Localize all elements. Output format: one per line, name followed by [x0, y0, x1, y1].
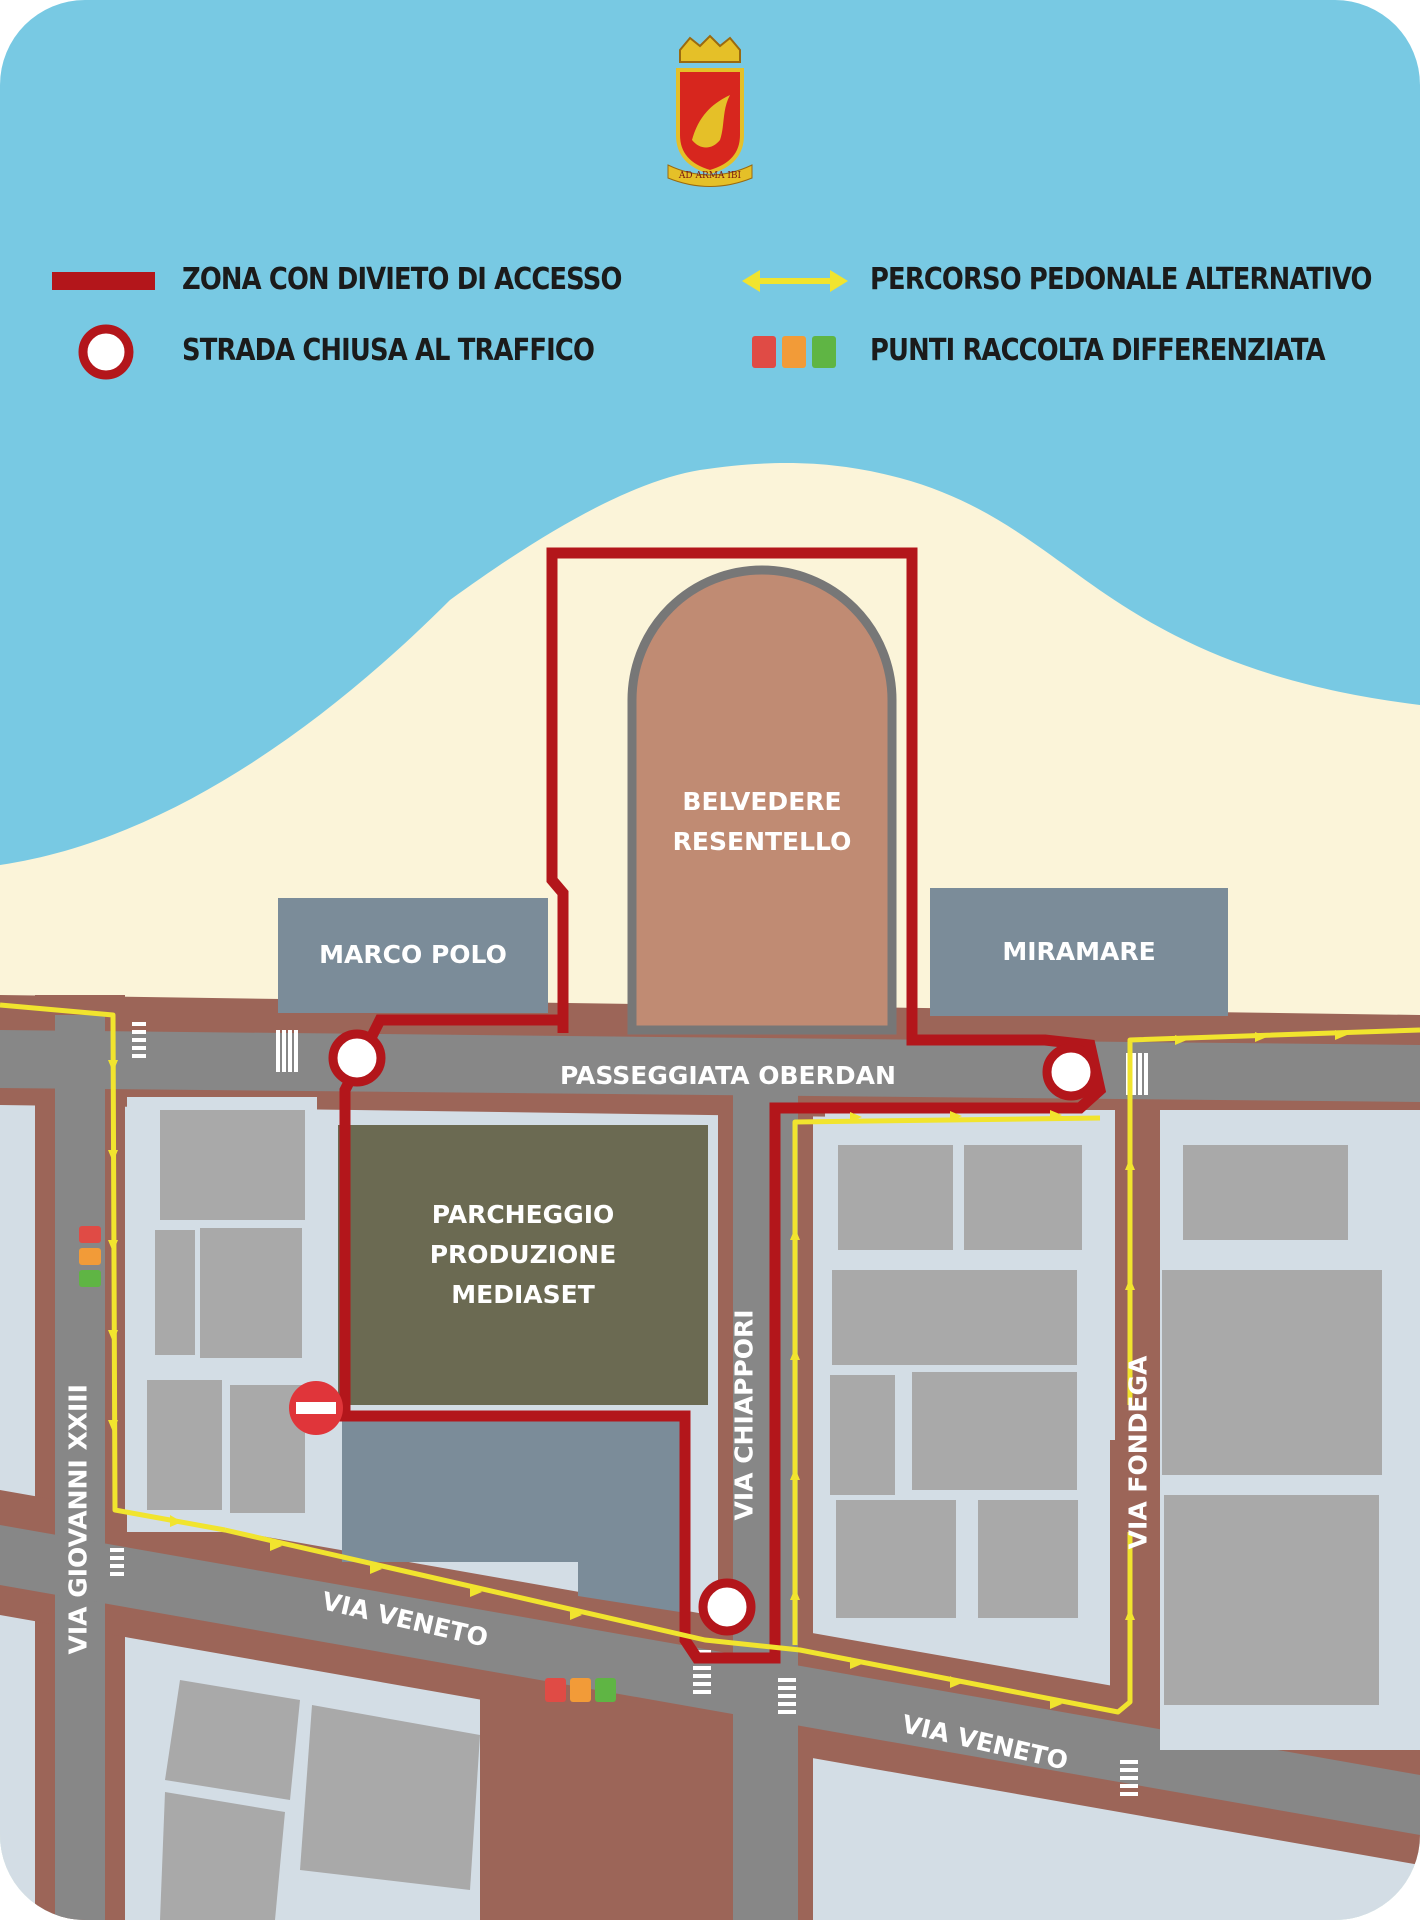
street-fondega: VIA FONDEGA	[1123, 1355, 1153, 1550]
street-giovanni: VIA GIOVANNI XXIII	[63, 1384, 93, 1655]
legend-restricted-zone-label: ZONA CON DIVIETO DI ACCESSO	[182, 262, 622, 297]
miramare-building	[930, 888, 1228, 1016]
legend-recycling-points-label: PUNTI RACCOLTA DIFFERENZIATA	[870, 333, 1326, 368]
road-closed-marker-1	[328, 1029, 386, 1087]
belvedere-resentello	[627, 565, 897, 1035]
legend-double-arrow-icon	[742, 270, 848, 292]
miramare-label: MIRAMARE	[1002, 937, 1156, 966]
lower-block	[342, 1418, 680, 1612]
recycling-point-1	[79, 1226, 101, 1287]
emblem-motto: AD ARMA IBI	[678, 171, 742, 181]
road-closed-marker-2	[1042, 1043, 1100, 1101]
parking-area	[338, 1125, 708, 1405]
legend-pedestrian-route-label: PERCORSO PEDONALE ALTERNATIVO	[870, 262, 1372, 297]
recycling-point-2	[545, 1678, 616, 1702]
street-chiappori: VIA CHIAPPORI	[729, 1309, 759, 1521]
legend-road-closed-label: STRADA CHIUSA AL TRAFFICO	[182, 333, 595, 368]
street-oberdan: PASSEGGIATA OBERDAN	[560, 1061, 896, 1090]
route-arrows	[108, 1030, 1347, 1709]
marco-polo-label: MARCO POLO	[319, 940, 507, 969]
no-entry-sign	[289, 1381, 343, 1435]
legend-restricted-zone-swatch	[52, 272, 155, 290]
belvedere-label: BELVEDERE RESENTELLO	[672, 787, 852, 856]
city-blocks	[127, 1097, 1420, 1920]
marco-polo-building	[278, 898, 548, 1013]
legend-road-closed-icon	[78, 324, 134, 380]
city-emblem: AD ARMA IBI	[667, 34, 753, 187]
parking-label: PARCHEGGIO PRODUZIONE MEDIASET	[429, 1200, 617, 1309]
restricted-zone-outline	[339, 547, 1107, 1664]
legend-recycling-bins-icon	[752, 336, 836, 368]
road-closed-marker-3	[698, 1578, 756, 1636]
